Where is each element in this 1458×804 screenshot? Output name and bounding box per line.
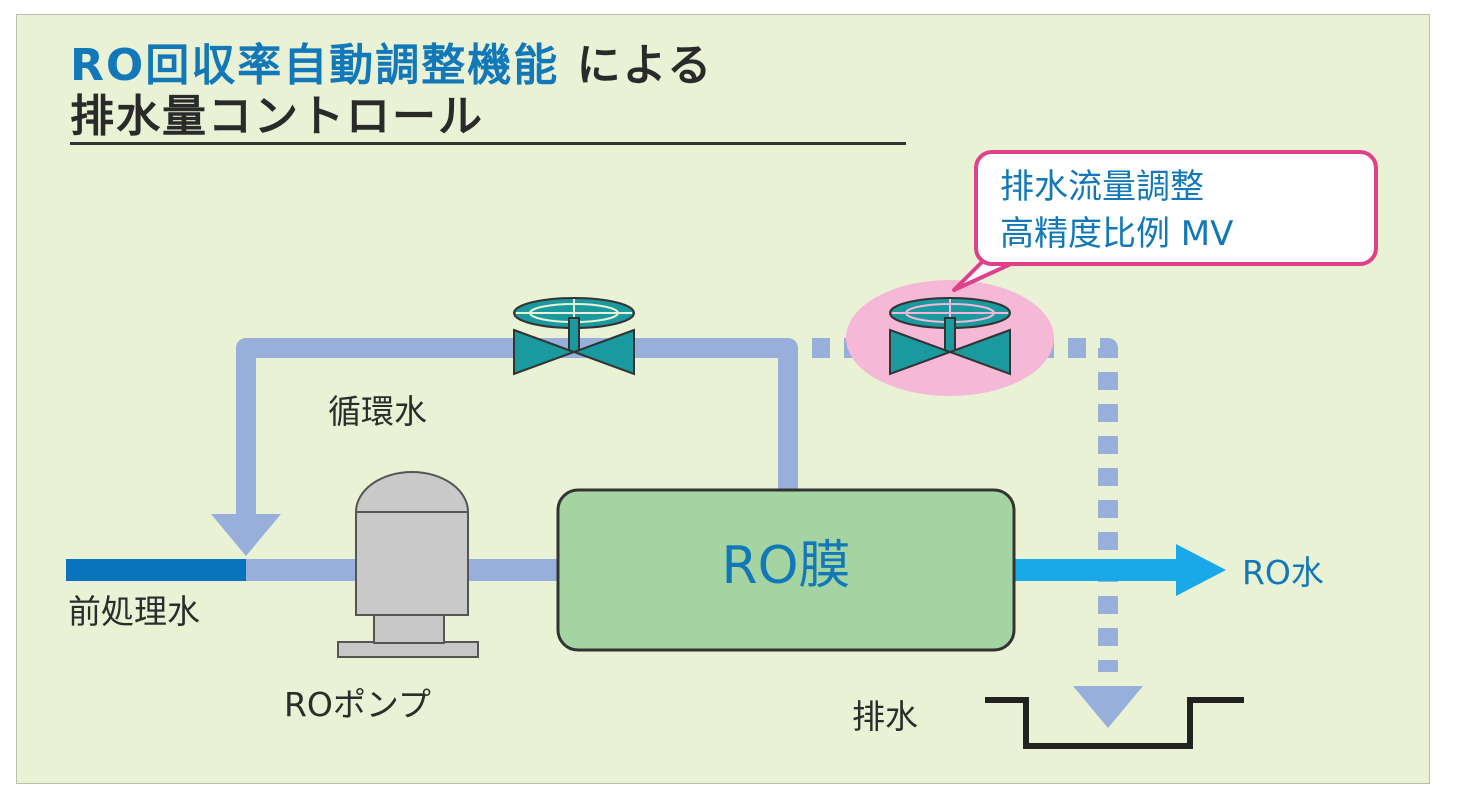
title-blue-part: RO回収率自動調整機能 — [70, 40, 560, 91]
title-line-2: 排水量コントロール — [70, 91, 484, 142]
pretreated-pipe — [66, 559, 246, 581]
title-dark-part: による — [559, 40, 714, 91]
pump-icon — [337, 471, 479, 658]
callout-line-2: 高精度比例 MV — [1000, 214, 1234, 254]
product-pipe — [1012, 559, 1180, 581]
ro-membrane-label: RO膜 — [721, 536, 851, 596]
drain-label: 排水 — [852, 697, 918, 736]
pretreated-water-label: 前処理水 — [68, 592, 200, 631]
valve-icon — [889, 297, 1011, 376]
valve-icon — [513, 297, 635, 376]
drain-arrowhead — [1073, 686, 1143, 728]
callout-box — [974, 150, 1378, 266]
callout-line-1: 排水流量調整 — [1000, 167, 1204, 207]
ro-pump-label: ROポンプ — [284, 685, 431, 724]
recirculation-arrowhead — [211, 514, 281, 556]
title-line-1: RO回収率自動調整機能 による — [70, 44, 713, 88]
product-arrowhead — [1176, 544, 1226, 596]
ro-water-label: RO水 — [1242, 553, 1324, 592]
ro-membrane-vessel — [556, 488, 1016, 652]
drain-basin-icon — [985, 697, 1244, 749]
title-underline — [70, 142, 906, 145]
recirculation-label: 循環水 — [328, 392, 427, 431]
